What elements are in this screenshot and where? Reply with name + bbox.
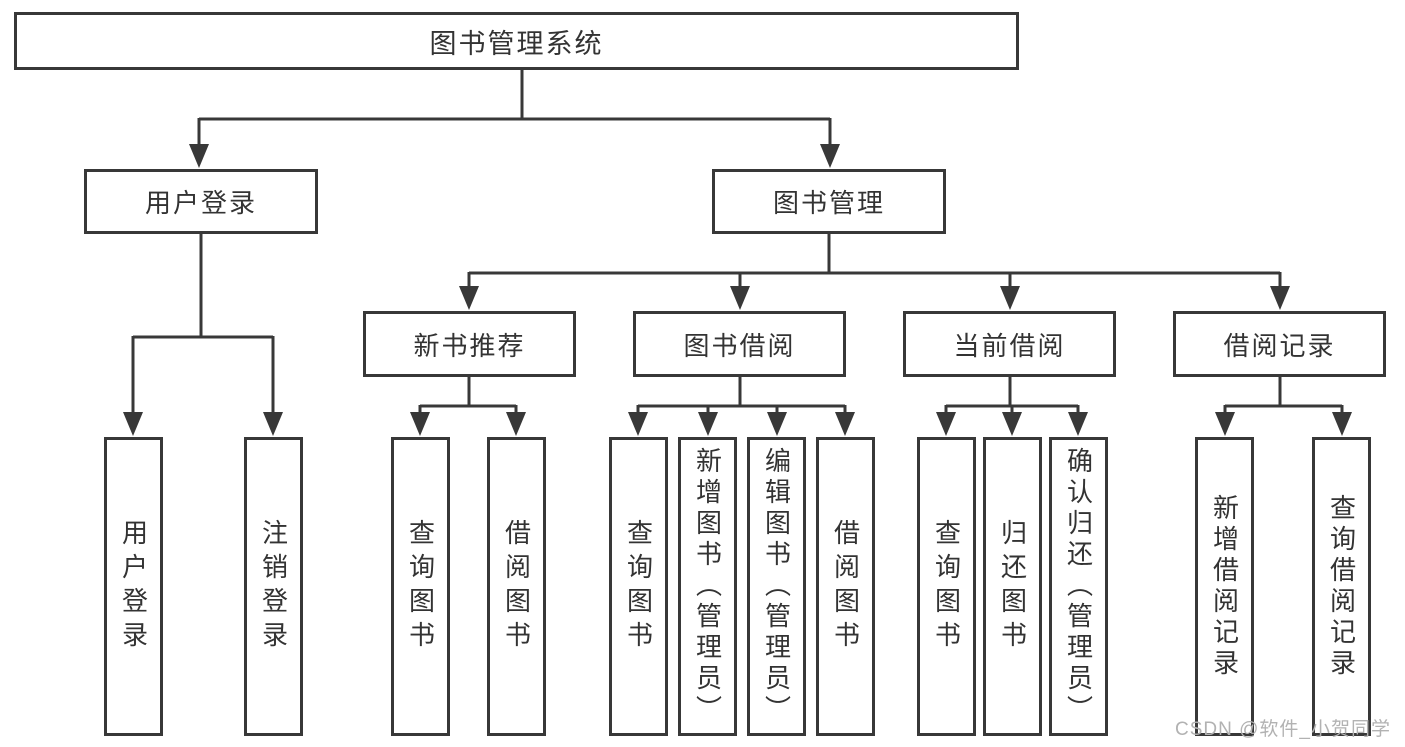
- leaf-label: 查询图书: [405, 518, 436, 655]
- leaf-label: 归还图书: [997, 518, 1028, 655]
- leaf-confirm-return-admin: 确认归还（管理员）: [1049, 437, 1108, 736]
- leaf-logout: 注销登录: [244, 437, 303, 736]
- leaf-label: 编辑图书（管理员）: [761, 447, 792, 726]
- leaf-query-borrow-record: 查询借阅记录: [1312, 437, 1371, 736]
- leaf-label: 借阅图书: [830, 518, 861, 655]
- leaf-label: 查询图书: [931, 518, 962, 655]
- leaf-query-books-current: 查询图书: [917, 437, 976, 736]
- node-book-borrowing: 图书借阅: [633, 311, 846, 377]
- node-borrowing-records: 借阅记录: [1173, 311, 1386, 377]
- node-book-management: 图书管理: [712, 169, 946, 234]
- leaf-label: 新增图书（管理员）: [692, 447, 723, 726]
- leaf-borrow-books-recommend: 借阅图书: [487, 437, 546, 736]
- leaf-query-books-borrow: 查询图书: [609, 437, 668, 736]
- leaf-user-login: 用户登录: [104, 437, 163, 736]
- leaf-query-books-recommend: 查询图书: [391, 437, 450, 736]
- leaf-label: 新增借阅记录: [1209, 493, 1240, 680]
- leaf-label: 注销登录: [258, 518, 289, 655]
- leaf-label: 确认归还（管理员）: [1063, 447, 1094, 726]
- leaf-label: 查询借阅记录: [1326, 493, 1357, 680]
- node-user-login: 用户登录: [84, 169, 318, 234]
- node-library-management-system: 图书管理系统: [14, 12, 1019, 70]
- leaf-label: 用户登录: [118, 518, 149, 655]
- leaf-label: 借阅图书: [501, 518, 532, 655]
- leaf-add-books-admin: 新增图书（管理员）: [678, 437, 737, 736]
- node-current-borrowing: 当前借阅: [903, 311, 1116, 377]
- node-new-book-recommendation: 新书推荐: [363, 311, 576, 377]
- leaf-label: 查询图书: [623, 518, 654, 655]
- leaf-return-books: 归还图书: [983, 437, 1042, 736]
- csdn-watermark: CSDN @软件_小贺同学: [1175, 719, 1391, 740]
- leaf-borrow-books: 借阅图书: [816, 437, 875, 736]
- leaf-edit-books-admin: 编辑图书（管理员）: [747, 437, 806, 736]
- leaf-add-borrow-record: 新增借阅记录: [1195, 437, 1254, 736]
